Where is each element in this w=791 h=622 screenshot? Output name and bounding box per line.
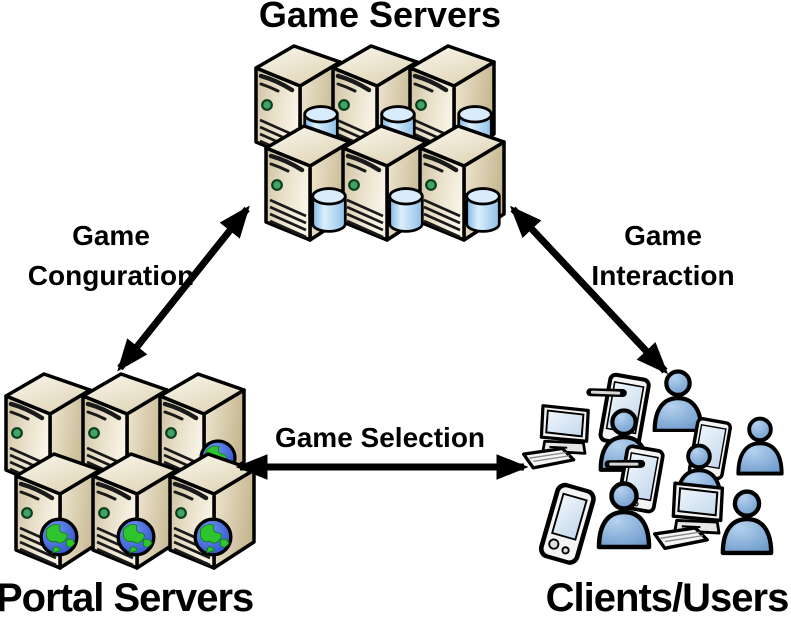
person-icon [738, 419, 781, 474]
edge-label-game-interaction: Game Interaction [556, 216, 770, 296]
database-icon [465, 187, 501, 233]
stylus-icon [604, 459, 646, 469]
node-label-portal-servers: Portal Servers [0, 576, 254, 620]
edge-label-game-configuration: Game Conguration [4, 216, 218, 296]
edge-label-line: Interaction [591, 260, 735, 291]
interaction-arrow [509, 205, 669, 375]
person-icon [655, 372, 702, 431]
database-icon [388, 187, 424, 233]
server-database-cluster-icon [256, 46, 504, 240]
handheld-pda-icon [539, 483, 595, 565]
globe-icon [39, 517, 79, 557]
desktop-computer-icon [522, 404, 590, 470]
configuration-arrow [117, 205, 250, 372]
stylus-icon [586, 388, 627, 398]
database-icon [311, 187, 347, 233]
desktop-computer-icon [653, 481, 725, 551]
users-devices-crowd-icon [522, 372, 782, 565]
edge-label-line: Game [72, 220, 150, 251]
globe-icon [193, 517, 233, 557]
edge-label-line: Conguration [27, 260, 195, 291]
edge-label-line: Game [624, 220, 702, 251]
person-icon [723, 492, 771, 553]
node-label-clients-users: Clients/Users [545, 576, 790, 620]
node-label-game-servers: Game Servers [258, 0, 502, 35]
globe-icon [116, 517, 156, 557]
server-globe-cluster-icon [6, 374, 254, 568]
edge-label-game-selection: Game Selection [274, 422, 486, 453]
